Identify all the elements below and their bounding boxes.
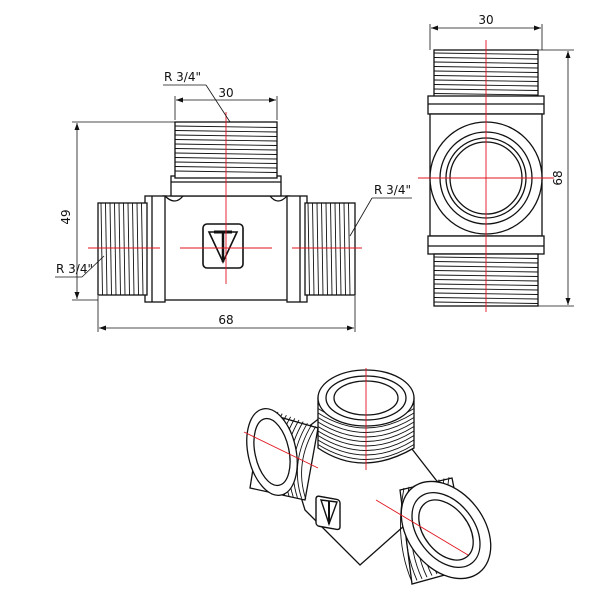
thread-line xyxy=(100,202,103,296)
thread-line xyxy=(343,202,346,296)
iso-left-branch xyxy=(246,408,319,501)
thread-line xyxy=(114,202,117,296)
dim-length-label: 68 xyxy=(218,313,233,327)
thread-line xyxy=(132,202,135,296)
thread-line xyxy=(400,487,413,583)
leader-thread-left: R 3/4" xyxy=(55,255,105,278)
thread-line xyxy=(141,202,144,296)
thread-left-label: R 3/4" xyxy=(56,262,93,276)
thread-top-label: R 3/4" xyxy=(164,70,201,84)
iso-logo-icon xyxy=(315,495,341,531)
thread-line xyxy=(321,202,324,296)
side-dimension-height: 68 xyxy=(538,49,574,307)
right-branch xyxy=(286,195,356,303)
dim-height-label: 49 xyxy=(59,209,73,224)
thread-line xyxy=(312,202,315,296)
leader-thread-top: R 3/4" xyxy=(163,70,231,123)
thread-line xyxy=(339,202,342,296)
thread-line xyxy=(109,202,112,296)
thread-line xyxy=(325,202,328,296)
iso-right-branch xyxy=(399,477,492,585)
left-branch xyxy=(97,195,166,303)
dimension-height: 49 xyxy=(59,121,175,301)
thread-right-label: R 3/4" xyxy=(374,183,411,197)
thread-line xyxy=(348,202,351,296)
valtec-triangle-logo-icon xyxy=(202,223,244,269)
dim-branch-width-label: 30 xyxy=(218,86,233,100)
side-dimension-width: 30 xyxy=(429,13,543,50)
thread-line xyxy=(296,424,312,499)
thread-line xyxy=(316,202,319,296)
front-view: 30 R 3/4" 49 R 3/4" R 3/4" xyxy=(55,70,412,332)
thread-line xyxy=(307,202,310,296)
dimension-branch-width: 30 xyxy=(174,86,278,120)
leader-thread-right: R 3/4" xyxy=(349,183,412,237)
thread-line xyxy=(136,202,139,296)
side-view: 30 68 xyxy=(418,13,574,312)
thread-line xyxy=(127,202,130,296)
isometric-view xyxy=(243,368,492,585)
thread-line xyxy=(330,202,333,296)
thread-line xyxy=(123,202,126,296)
thread-line xyxy=(334,202,337,296)
thread-line xyxy=(105,202,108,296)
side-dim-width-label: 30 xyxy=(478,13,493,27)
thread-line xyxy=(118,202,121,296)
dimension-length: 68 xyxy=(97,296,356,332)
side-dim-height-label: 68 xyxy=(551,170,565,185)
thread-line xyxy=(301,426,317,500)
